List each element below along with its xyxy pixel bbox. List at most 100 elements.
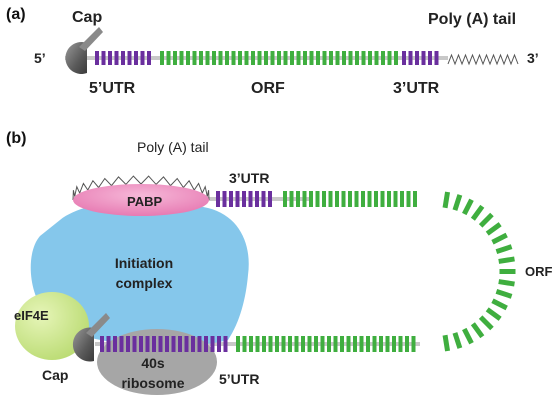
orf-stripe: [290, 51, 294, 65]
orf-stripe: [374, 51, 379, 65]
utr5-stripe: [114, 51, 119, 65]
orf-stripe: [341, 191, 346, 207]
orf-stripe: [322, 191, 326, 207]
orf-stripe: [309, 191, 313, 207]
orf-stripe: [320, 336, 325, 352]
ribosome-label-line2: ribosome: [121, 375, 184, 391]
utr5-stripe: [158, 336, 163, 352]
utr3-stripe: [434, 51, 439, 65]
utr5-stripe: [127, 51, 132, 65]
polya-tail-zigzag-icon: [447, 53, 519, 66]
utr3-stripe: [428, 51, 432, 65]
panel-a: (a) Cap 5’ Poly (A) tail 3’ 5’UTR ORF 3’…: [6, 6, 539, 97]
utr3-stripe: [222, 191, 227, 207]
orf-stripe: [289, 191, 294, 207]
utr5-stripe: [126, 336, 130, 352]
orf-stripe: [478, 315, 494, 331]
orf-stripe: [368, 51, 372, 65]
orf-stripe: [236, 336, 240, 352]
orf-stripe: [316, 51, 320, 65]
orf-stripe: [495, 289, 513, 299]
utr3-stripe: [408, 51, 413, 65]
orf-stripe: [372, 336, 377, 352]
eif4e-protein: [15, 292, 89, 360]
utr3-stripe: [242, 191, 246, 207]
orf-stripe: [251, 51, 255, 65]
orf-stripe: [393, 191, 398, 207]
orf-stripe: [470, 322, 485, 339]
orf-stripe: [307, 336, 312, 352]
utr3-stripe: [261, 191, 266, 207]
utr5-label-b: 5’UTR: [219, 371, 259, 387]
orf-stripe: [394, 51, 398, 65]
utr3-label-b: 3’UTR: [229, 170, 269, 186]
orf-stripe: [255, 336, 260, 352]
utr5-stripe: [101, 51, 106, 65]
utr3-stripe: [268, 191, 272, 207]
orf-stripe: [244, 51, 249, 65]
orf-stripe: [225, 51, 229, 65]
utr5-segment-b: [100, 336, 228, 352]
orf-stripe: [348, 51, 353, 65]
orf-stripe: [498, 256, 515, 264]
utr5-stripe: [184, 336, 189, 352]
orf-stripe: [212, 51, 216, 65]
orf-stripe: [264, 51, 268, 65]
utr5-stripe: [134, 51, 138, 65]
orf-stripe: [281, 336, 286, 352]
utr3-stripe: [421, 51, 426, 65]
orf-stripe: [296, 191, 300, 207]
orf-stripe: [400, 191, 404, 207]
utr3-stripe: [248, 191, 253, 207]
cap-label-b: Cap: [42, 367, 68, 383]
orf-label-a: ORF: [251, 80, 285, 97]
orf-stripe: [462, 198, 474, 216]
pabp-label: PABP: [127, 194, 162, 209]
orf-stripe: [192, 51, 197, 65]
orf-stripe: [342, 51, 346, 65]
utr3-stripe: [255, 191, 259, 207]
utr5-stripe: [171, 336, 176, 352]
utr5-stripe: [140, 51, 145, 65]
initiation-complex-label-line2: complex: [116, 275, 173, 291]
orf-stripe: [359, 336, 364, 352]
orf-stripe: [166, 51, 171, 65]
utr5-stripe: [145, 336, 150, 352]
orf-stripe: [314, 336, 318, 352]
orf-stripe: [366, 336, 370, 352]
orf-stripe: [294, 336, 299, 352]
cap-icon: [72, 313, 110, 362]
orf-stripe: [309, 51, 314, 65]
orf-stripe: [249, 336, 253, 352]
orf-stripe: [205, 51, 210, 65]
orf-stripe: [329, 51, 333, 65]
utr3-stripe: [415, 51, 419, 65]
orf-stripe: [385, 336, 390, 352]
utr5-stripe: [165, 336, 169, 352]
orf-stripe: [398, 336, 403, 352]
utr3-stripe: [402, 51, 406, 65]
polya-label-b: Poly (A) tail: [137, 139, 209, 155]
utr3-stripe: [216, 191, 220, 207]
orf-stripe: [322, 51, 327, 65]
utr5-stripe: [100, 336, 104, 352]
orf-stripe: [262, 336, 266, 352]
orf-stripe: [277, 51, 281, 65]
utr5-stripe: [210, 336, 215, 352]
orf-stripe: [186, 51, 190, 65]
utr5-stripe: [147, 51, 151, 65]
orf-stripe: [333, 336, 338, 352]
orf-stripe: [335, 51, 340, 65]
orf-stripe: [387, 191, 391, 207]
orf-stripe: [160, 51, 164, 65]
orf-stripe: [353, 336, 357, 352]
orf-stripe: [303, 51, 307, 65]
utr5-stripe: [178, 336, 182, 352]
utr5-stripe: [197, 336, 202, 352]
orf-stripe: [498, 279, 515, 287]
orf-stripe: [242, 336, 247, 352]
orf-stripe: [405, 336, 409, 352]
orf-stripe: [354, 191, 359, 207]
utr5-stripe: [139, 336, 143, 352]
